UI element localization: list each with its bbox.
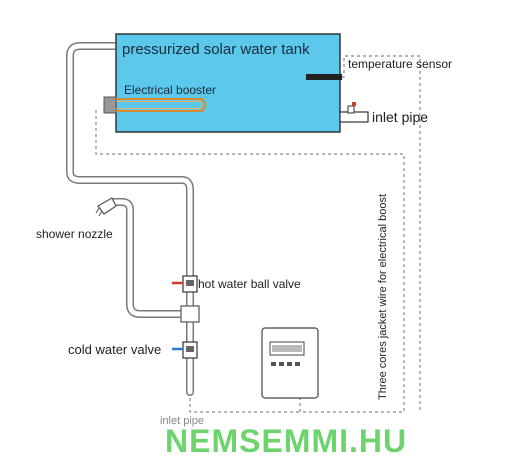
solar-water-tank (115, 33, 341, 133)
inlet-pipe-label: inlet pipe (372, 109, 428, 125)
electrical-booster-label: Electrical booster (124, 83, 216, 97)
hot-water-pipe (66, 42, 194, 284)
bottom-inlet-pipe-label: inlet pipe (160, 415, 204, 427)
tee-fitting (180, 305, 200, 323)
shower-nozzle-icon (95, 197, 117, 217)
cold-water-valve-label: cold water valve (68, 342, 161, 357)
cold-water-valve-icon (172, 341, 198, 359)
hot-water-ball-valve-label: hot water ball valve (198, 277, 301, 291)
shower-pipe (110, 198, 186, 318)
temperature-sensor-label: temperature sensor (348, 57, 452, 71)
wire-label: Three cores jacket wire for electrical b… (377, 194, 389, 400)
tank-title: pressurized solar water tank (122, 41, 310, 58)
solar-controller (261, 327, 319, 399)
electrical-booster-icon (103, 96, 206, 114)
tank-inlet-fitting-icon (339, 102, 369, 123)
temperature-sensor-icon (306, 74, 342, 80)
watermark: NEMSEMMI.HU (165, 423, 407, 459)
wiring (95, 55, 421, 413)
hot-water-ball-valve-icon (172, 275, 198, 293)
shower-nozzle-label: shower nozzle (36, 227, 113, 241)
